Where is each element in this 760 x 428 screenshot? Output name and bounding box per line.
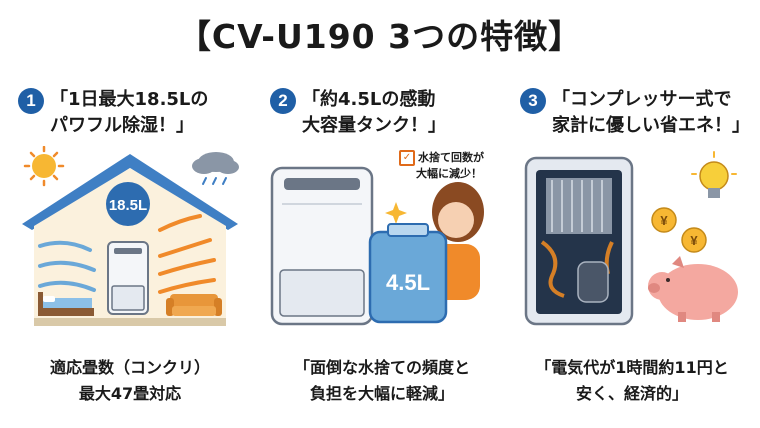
water-tank-icon: 4.5L <box>368 223 448 324</box>
feature-heading-line2: 家計に優しい省エネ！」 <box>552 115 750 136</box>
bed-icon <box>38 292 94 316</box>
feature-2-heading: 2 「約4.5Lの感動 大容量タンク！」 <box>262 84 502 144</box>
feature-1: 1 「1日最大18.5Lの パワフル除湿！」 <box>10 84 250 414</box>
rain-cloud-icon <box>192 152 239 185</box>
yen-coin-icon: ¥ ¥ <box>651 207 707 253</box>
sparkle-icon <box>385 202 407 224</box>
feature-caption-line1: 「電気代が1時間約11円と <box>535 358 729 377</box>
tank-capacity-label: 4.5L <box>386 270 430 295</box>
feature-heading-line1: 「コンプレッサー式で <box>552 89 732 110</box>
badge-line1: 水捨て回数が <box>418 151 484 164</box>
feature-heading-line2: パワフル除湿！」 <box>50 115 194 136</box>
sun-icon <box>23 146 65 187</box>
badge-callout: ✓水捨て回数が 大幅に減少！ <box>399 150 484 181</box>
label-bubble: 18.5L <box>106 182 150 226</box>
feature-1-heading: 1 「1日最大18.5Lの パワフル除湿！」 <box>10 84 250 144</box>
feature-number-badge: 3 <box>520 88 546 114</box>
feature-number-badge: 2 <box>270 88 296 114</box>
feature-caption-line2: 負担を大幅に軽減」 <box>309 384 454 403</box>
page-title: 【CV-U190 3つの特徴】 <box>177 17 583 56</box>
feature-caption-line2: 安く、経済的」 <box>575 384 688 403</box>
airflow-arrows <box>38 214 216 294</box>
checkbox-icon: ✓ <box>399 150 415 166</box>
compressor-illustration: ¥ ¥ <box>524 151 738 326</box>
tank-illustration: 4.5L <box>270 166 484 326</box>
capacity-label: 18.5L <box>109 197 147 214</box>
piggy-bank-icon <box>648 256 738 322</box>
yen-symbol: ¥ <box>690 233 698 248</box>
feature-caption-line1: 「面倒な水捨ての頻度と <box>293 358 470 377</box>
feature-2: 2 「約4.5Lの感動 大容量タンク！」 4.5L <box>262 84 502 414</box>
house-dehumidifier-illustration: 18.5L <box>22 146 239 326</box>
sofa-icon <box>166 294 222 316</box>
feature-heading-line1: 「約4.5Lの感動 <box>302 89 436 110</box>
lightbulb-icon <box>691 151 737 198</box>
yen-symbol: ¥ <box>660 213 668 228</box>
feature-heading-line1: 「1日最大18.5Lの <box>50 89 209 110</box>
feature-number-badge: 1 <box>18 88 44 114</box>
feature-3: 3 「コンプレッサー式で 家計に優しい省エネ！」 <box>512 84 752 414</box>
dehumidifier-icon <box>270 166 374 326</box>
compressor-cutaway-icon <box>524 156 634 326</box>
feature-heading-line2: 大容量タンク！」 <box>302 115 446 136</box>
feature-caption-line2: 最大47畳対応 <box>78 384 182 403</box>
badge-line2: 大幅に減少！ <box>416 167 482 180</box>
dehumidifier-icon <box>107 241 149 315</box>
feature-3-heading: 3 「コンプレッサー式で 家計に優しい省エネ！」 <box>512 84 752 144</box>
feature-caption-line1: 適応畳数（コンクリ） <box>49 358 210 377</box>
